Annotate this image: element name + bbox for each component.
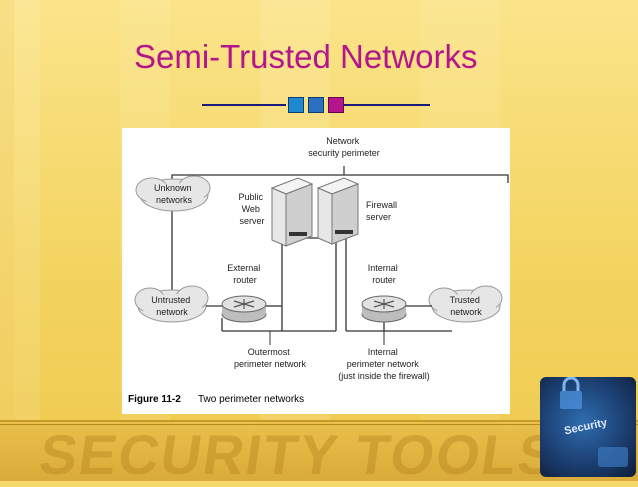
- footer-watermark: SECURITY TOOLS: [35, 423, 562, 486]
- untrusted-network-label: Untrusted network: [151, 295, 193, 317]
- web-server-icon: [270, 177, 314, 247]
- divider-square-3: [328, 97, 344, 113]
- divider-square-1: [288, 97, 304, 113]
- title-divider-right: [344, 104, 430, 106]
- slide-left-strip: [0, 0, 14, 479]
- internal-router-label: Internal router: [368, 263, 401, 285]
- footer-band: [0, 420, 638, 481]
- slide-title: Semi-Trusted Networks: [134, 38, 478, 75]
- public-web-server-label: Public Web server: [238, 192, 265, 226]
- internal-perimeter-label: Internal perimeter network (just inside …: [338, 347, 430, 381]
- footer-rule: [0, 424, 638, 425]
- title-divider-left: [202, 104, 286, 106]
- firewall-server-icon: [316, 177, 360, 245]
- padlock-icon: [560, 377, 628, 467]
- outermost-perimeter-label: Outermost perimeter network: [234, 347, 307, 369]
- external-router-icon: [221, 295, 267, 323]
- trusted-network-cloud-icon: [428, 285, 503, 323]
- diagram-panel: Network security perimeter Unknown netwo…: [122, 128, 510, 414]
- firewall-server-label: Firewall server: [366, 200, 400, 222]
- network-diagram: Network security perimeter Unknown netwo…: [128, 136, 509, 405]
- untrusted-network-cloud-icon: [134, 285, 209, 323]
- figure-caption: Two perimeter networks: [198, 394, 304, 405]
- trusted-network-label: Trusted network: [450, 295, 483, 317]
- perimeter-label: Network security perimeter: [308, 136, 380, 158]
- external-router-label: External router: [227, 263, 263, 285]
- internal-router-icon: [361, 295, 407, 323]
- figure-number: Figure 11-2: [128, 394, 181, 405]
- unknown-networks-cloud-icon: [135, 175, 211, 212]
- divider-square-2: [308, 97, 324, 113]
- unknown-networks-label: Unknown networks: [154, 183, 194, 205]
- security-badge-image: Security: [540, 377, 636, 477]
- perimeter-top-line: [171, 174, 509, 183]
